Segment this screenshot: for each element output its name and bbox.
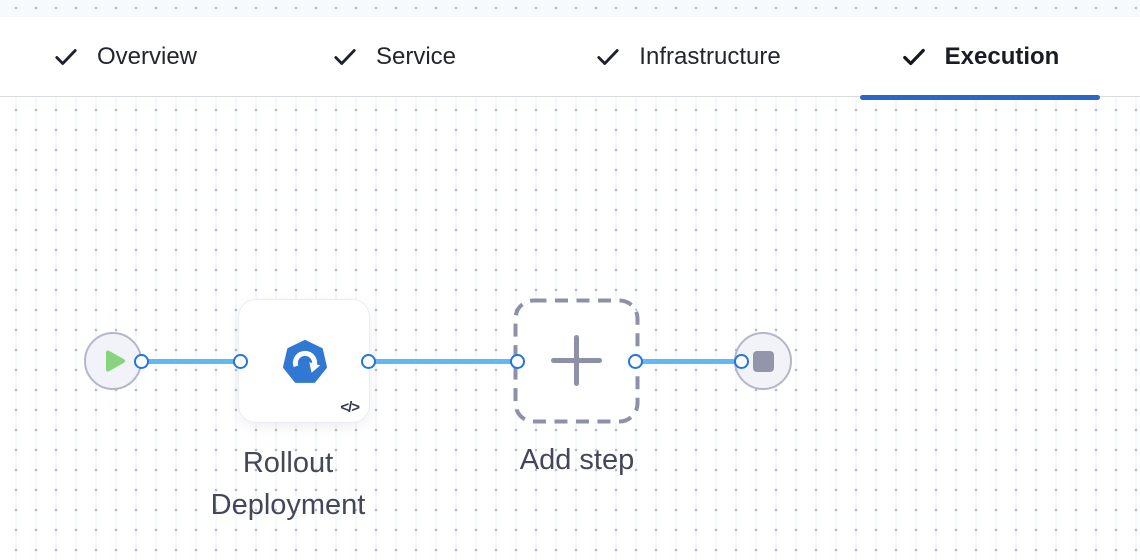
tab-label: Service: [375, 42, 457, 70]
port-addstep-in[interactable]: [509, 353, 525, 369]
port-end-in[interactable]: [733, 353, 749, 369]
tab-label: Execution: [944, 42, 1060, 70]
play-icon: [106, 350, 125, 372]
tab-service[interactable]: Service: [274, 17, 514, 96]
tab-label: Infrastructure: [639, 42, 781, 70]
check-icon: [55, 48, 77, 65]
add-step-button[interactable]: [513, 298, 640, 424]
active-tab-underline: [860, 95, 1100, 100]
add-step-label: Add step: [519, 444, 635, 476]
canvas-top-strip: [0, 0, 1140, 17]
tab-overview[interactable]: Overview: [5, 17, 245, 96]
port-step-in[interactable]: [232, 353, 248, 369]
edge-start-to-step: [141, 358, 240, 364]
port-start-out[interactable]: [133, 353, 149, 369]
tab-infrastructure[interactable]: Infrastructure: [568, 17, 808, 96]
pipeline-canvas[interactable]: </> Rollout Deployment Add step: [0, 97, 1140, 560]
edge-addstep-to-end: [635, 358, 741, 364]
step-label-rollout-deployment: Rollout Deployment: [210, 447, 366, 521]
edge-step-to-addstep: [368, 358, 517, 364]
check-icon: [334, 48, 356, 65]
tab-label: Overview: [96, 42, 198, 70]
tab-execution[interactable]: Execution: [860, 17, 1100, 100]
pipeline-studio-tabbar: Overview Service Infrastructure Executio…: [0, 17, 1140, 100]
code-icon[interactable]: </>: [340, 399, 360, 416]
port-addstep-out[interactable]: [627, 353, 643, 369]
step-node-rollout-deployment[interactable]: </>: [238, 299, 370, 423]
stop-icon: [752, 350, 774, 372]
check-icon: [902, 48, 925, 65]
port-step-out[interactable]: [360, 353, 376, 369]
start-node[interactable]: [84, 332, 142, 390]
plus-icon: [551, 335, 602, 386]
check-icon: [597, 48, 619, 65]
k8s-rollout-icon: [283, 340, 327, 383]
